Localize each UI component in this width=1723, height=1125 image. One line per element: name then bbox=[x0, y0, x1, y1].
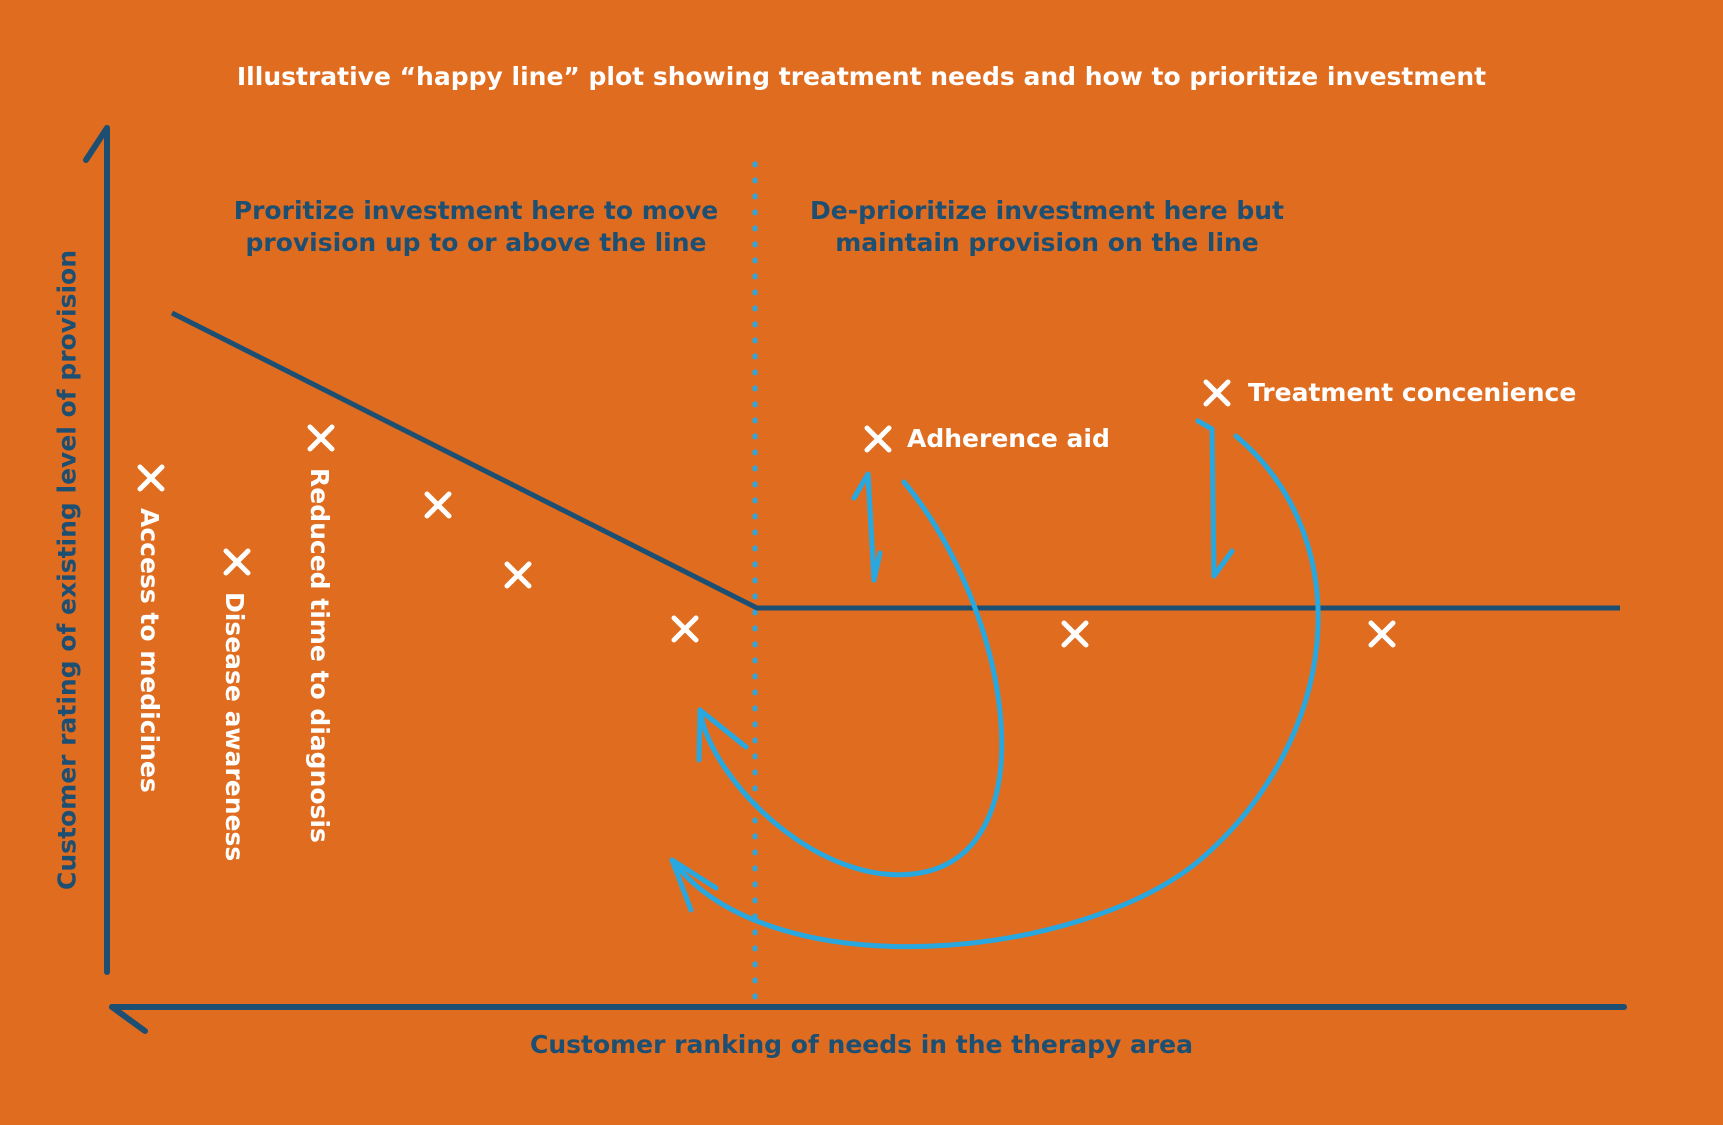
label-reduced-time-to-diagnosis: Reduced time to diagnosis bbox=[305, 468, 334, 843]
label-adherence-aid: Adherence aid bbox=[907, 424, 1110, 453]
deprioritize-line-2: maintain provision on the line bbox=[835, 228, 1259, 257]
y-axis bbox=[83, 125, 110, 975]
marker-access bbox=[137, 464, 165, 492]
marker-diagnosis bbox=[307, 424, 335, 452]
label-treatment-convenience: Treatment concenience bbox=[1248, 378, 1577, 407]
marker-unlabeled-1 bbox=[424, 491, 452, 519]
marker-awareness bbox=[223, 548, 251, 576]
adherence-adjust-arrow bbox=[851, 471, 883, 583]
convenience-adjust-arrow bbox=[1195, 418, 1235, 579]
deprioritize-line-1: De-prioritize investment here but bbox=[810, 196, 1284, 225]
markers bbox=[137, 379, 1396, 648]
prioritize-line-1: Proritize investment here to move bbox=[233, 196, 719, 225]
label-access-to-medicines: Access to medicines bbox=[135, 508, 164, 793]
prioritize-line-2: provision up to or above the line bbox=[245, 228, 707, 257]
deprioritize-region-text: De-prioritize investment here but mainta… bbox=[767, 195, 1327, 259]
marker-unlabeled-2 bbox=[504, 561, 532, 589]
marker-convenience bbox=[1203, 379, 1231, 407]
y-axis-label: Customer rating of existing level of pro… bbox=[52, 249, 82, 891]
marker-unlabeled-4 bbox=[1061, 620, 1089, 648]
marker-unlabeled-3 bbox=[671, 615, 699, 643]
label-disease-awareness: Disease awareness bbox=[220, 592, 249, 862]
x-axis-label: Customer ranking of needs in the therapy… bbox=[529, 1030, 1194, 1059]
convenience-loop-arrow bbox=[669, 433, 1321, 950]
marker-adherence bbox=[864, 425, 892, 453]
x-axis bbox=[109, 1004, 1627, 1034]
diagram-title: Illustrative “happy line” plot showing t… bbox=[236, 62, 1487, 91]
prioritize-region-text: Proritize investment here to move provis… bbox=[196, 195, 756, 259]
happy-line bbox=[170, 310, 1620, 611]
marker-unlabeled-5 bbox=[1368, 620, 1396, 648]
adherence-loop-arrow bbox=[696, 479, 1005, 878]
